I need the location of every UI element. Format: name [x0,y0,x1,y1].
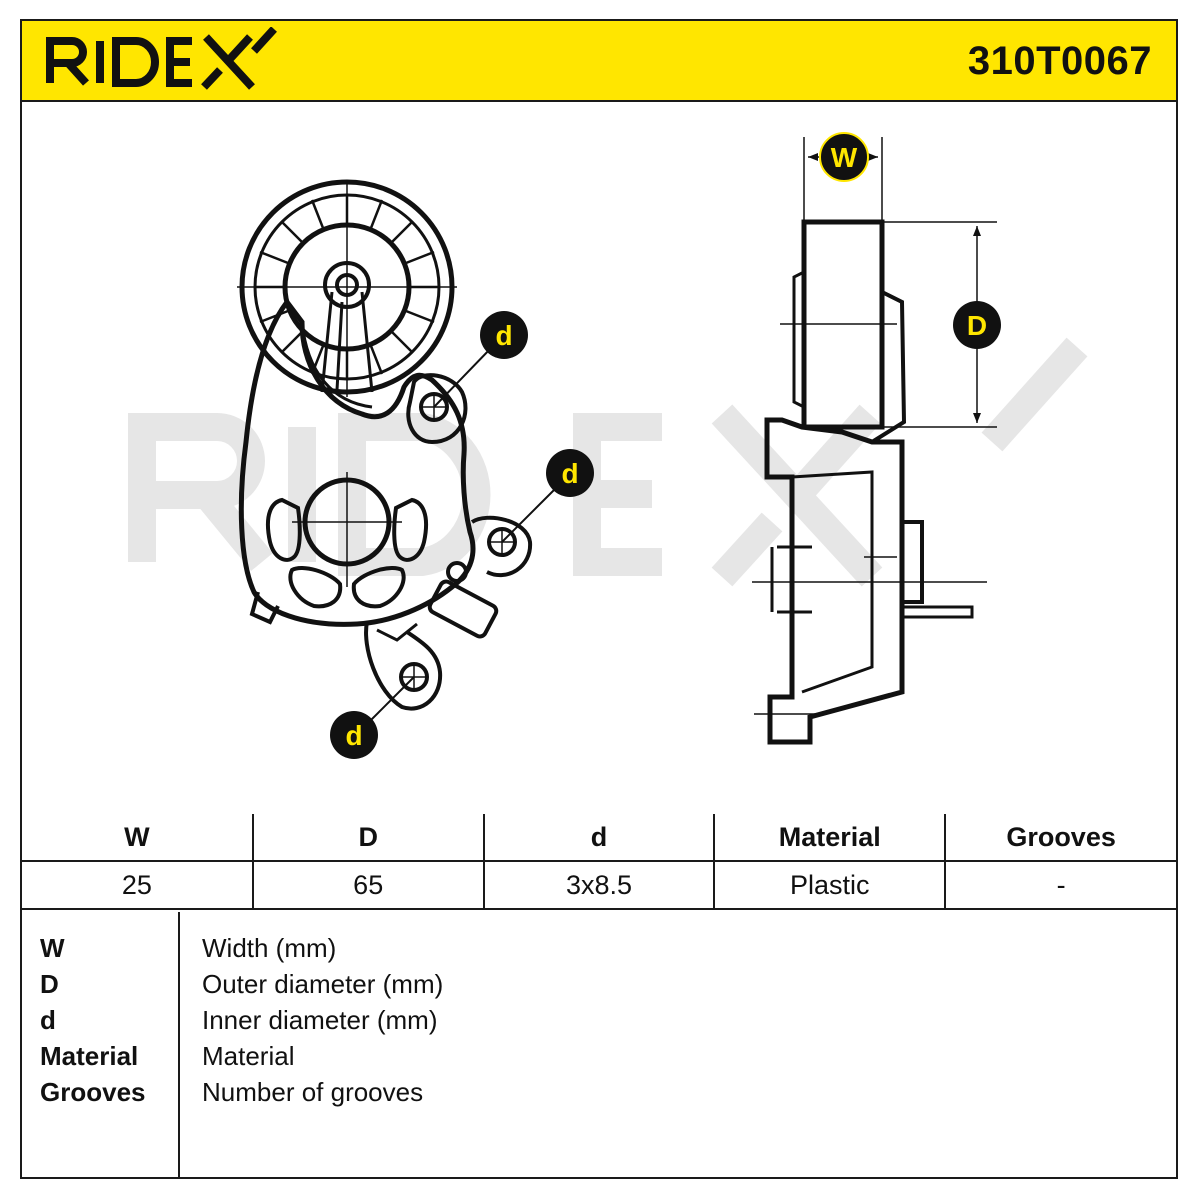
legend-abbr: Material [40,1041,139,1071]
technical-drawing: W D d d d [22,102,1176,814]
svg-text:d: d [495,320,512,351]
header-material: Material [713,814,947,862]
legend-desc: Material [202,1041,295,1071]
legend-desc: Number of grooves [202,1077,424,1107]
value-d-inner: 3x8.5 [482,860,716,910]
legend-abbr: W [40,933,65,963]
header-d-outer: D [251,814,485,862]
value-w: 25 [22,860,254,910]
legend-desc: Outer diameter (mm) [202,969,444,999]
legend-abbr: Grooves [40,1077,146,1107]
legend: W Width (mm) D Outer diameter (mm) d Inn… [22,912,1176,1177]
header-d-inner: d [482,814,716,862]
part-number: 310T0067 [967,39,1152,83]
header-bar: 310T0067 [22,21,1176,102]
value-d-outer: 65 [251,860,485,910]
svg-text:D: D [967,310,987,341]
badge-d-outer: D [953,301,1001,349]
spec-table: W D d Material Grooves 25 65 3x8.5 Plast… [22,814,1176,910]
header-w: W [22,814,254,862]
badge-d-inner-3: d [330,711,378,759]
value-grooves: - [944,860,1176,910]
legend-desc: Width (mm) [202,933,337,963]
watermark-logo [128,337,1088,587]
drawing-canvas: W D d d d [128,132,1088,759]
legend-abbr: d [40,1005,56,1035]
tensioner-body-outline [238,297,476,627]
legend-abbr: D [40,969,59,999]
spec-table-value-row: 25 65 3x8.5 Plastic - [22,860,1176,910]
svg-text:d: d [345,720,362,751]
legend-desc: Inner diameter (mm) [202,1005,438,1035]
header-grooves: Grooves [944,814,1176,862]
badge-w: W [819,132,869,182]
ridex-logo [46,27,277,90]
legend-divider [178,912,180,1177]
spec-table-header-row: W D d Material Grooves [22,814,1176,862]
tensioner-front-view [237,179,561,725]
value-material: Plastic [713,860,947,910]
svg-text:W: W [831,142,858,173]
badge-d-inner-2: d [546,449,594,497]
badge-d-inner-1: d [480,311,528,359]
svg-text:d: d [561,458,578,489]
document-frame: 310T0067 [20,19,1178,1179]
tensioner-side-view [752,219,987,745]
